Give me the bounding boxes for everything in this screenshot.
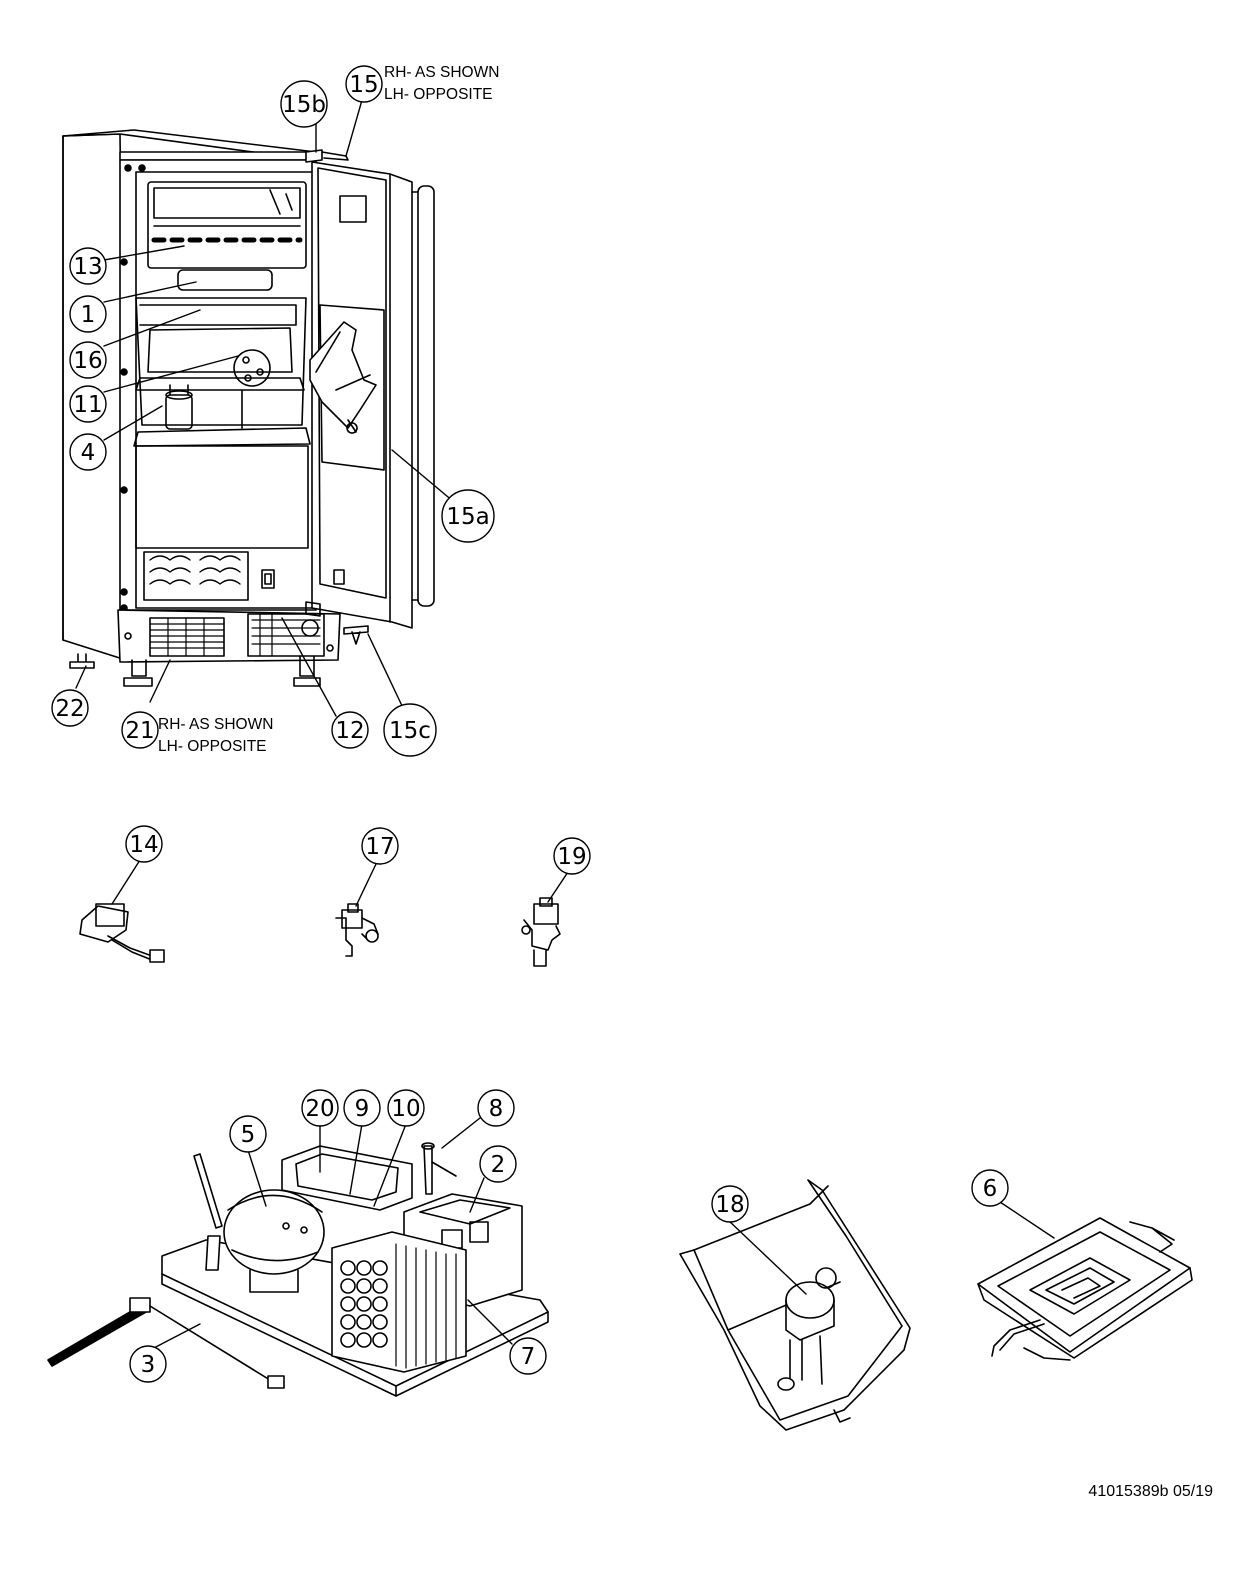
callout-10: 10 xyxy=(387,1089,425,1127)
callout-14: 14 xyxy=(125,825,163,863)
callout-17: 17 xyxy=(361,827,399,865)
callout-21: 21 xyxy=(121,711,159,749)
grille-hand-note: RH- AS SHOWN LH- OPPOSITE xyxy=(158,716,273,755)
callout-circle xyxy=(509,1337,547,1375)
callout-circle xyxy=(129,1345,167,1383)
drain-pan-heater xyxy=(977,1217,1193,1361)
door-note-line-2: LH- OPPOSITE xyxy=(384,86,493,103)
callout-16: 16 xyxy=(69,341,107,379)
callout-number: 16 xyxy=(73,348,102,374)
callout-circle xyxy=(387,1089,425,1127)
callout-number: 12 xyxy=(335,718,364,744)
callout-5: 5 xyxy=(229,1115,267,1153)
callout-number: 15 xyxy=(349,72,378,98)
callout-number: 5 xyxy=(241,1122,256,1148)
callout-circle xyxy=(69,295,107,333)
callout-number: 21 xyxy=(125,718,154,744)
callout-number: 8 xyxy=(489,1096,504,1122)
grille-note-line-1: RH- AS SHOWN xyxy=(158,716,273,733)
door-note-line-1: RH- AS SHOWN xyxy=(384,64,499,81)
callout-15c: 15c xyxy=(383,703,437,757)
part-water-valve-19 xyxy=(521,897,561,967)
callout-circle xyxy=(479,1145,517,1183)
callout-circle xyxy=(383,703,437,757)
document-id: 41015389b 05/19 xyxy=(1088,1483,1213,1500)
callout-number: 1 xyxy=(81,302,96,328)
callout-6: 6 xyxy=(971,1169,1009,1207)
callout-number: 19 xyxy=(557,844,586,870)
callout-circle xyxy=(69,247,107,285)
cabinet-door xyxy=(305,149,435,645)
callout-15b: 15b xyxy=(280,80,328,128)
callout-15: 15 xyxy=(345,65,383,103)
grille-note-line-2: LH- OPPOSITE xyxy=(158,738,267,755)
bin-pump-assembly xyxy=(679,1179,911,1431)
callout-11: 11 xyxy=(69,385,107,423)
callout-circle xyxy=(51,689,89,727)
callout-circle xyxy=(441,489,495,543)
callout-number: 4 xyxy=(81,440,96,466)
callout-7: 7 xyxy=(509,1337,547,1375)
callout-circle xyxy=(331,711,369,749)
callout-19: 19 xyxy=(553,837,591,875)
callout-number: 7 xyxy=(521,1344,536,1370)
callout-circle xyxy=(69,341,107,379)
callout-9: 9 xyxy=(343,1089,381,1127)
callout-12: 12 xyxy=(331,711,369,749)
callout-circle xyxy=(301,1089,339,1127)
callout-circle xyxy=(121,711,159,749)
callout-layer: 15b 15 13 1 16 11 4 15a 22 21 12 15c 14 17 19 20 9 10 8 5 2 7… xyxy=(51,65,1009,1383)
callout-15a: 15a xyxy=(441,489,495,543)
callout-22: 22 xyxy=(51,689,89,727)
callout-number: 3 xyxy=(141,1352,156,1378)
callout-3: 3 xyxy=(129,1345,167,1383)
callout-circle xyxy=(69,433,107,471)
callout-circle xyxy=(711,1185,749,1223)
callout-2: 2 xyxy=(479,1145,517,1183)
callout-circle xyxy=(280,80,328,128)
part-transformer xyxy=(79,903,165,963)
callout-circle xyxy=(971,1169,1009,1207)
callout-8: 8 xyxy=(477,1089,515,1127)
callout-number: 13 xyxy=(73,254,102,280)
callout-number: 9 xyxy=(355,1096,370,1122)
callout-circle xyxy=(553,837,591,875)
callout-number: 6 xyxy=(983,1176,998,1202)
callout-20: 20 xyxy=(301,1089,339,1127)
compressor-base-assembly xyxy=(47,1142,549,1397)
callout-circle xyxy=(125,825,163,863)
callout-circle xyxy=(229,1115,267,1153)
callout-1: 1 xyxy=(69,295,107,333)
callout-circle xyxy=(69,385,107,423)
callout-number: 15c xyxy=(389,718,431,744)
callout-18: 18 xyxy=(711,1185,749,1223)
callout-number: 22 xyxy=(55,696,84,722)
leader-lines xyxy=(75,99,1055,1351)
part-water-valve-17 xyxy=(335,903,379,957)
callout-number: 15b xyxy=(282,92,326,118)
callout-circle xyxy=(361,827,399,865)
door-hand-note: RH- AS SHOWN LH- OPPOSITE xyxy=(384,64,499,103)
callout-circle xyxy=(343,1089,381,1127)
callout-number: 10 xyxy=(391,1096,420,1122)
callout-number: 18 xyxy=(715,1192,744,1218)
callout-circle xyxy=(345,65,383,103)
callout-13: 13 xyxy=(69,247,107,285)
callout-circle xyxy=(477,1089,515,1127)
callout-number: 11 xyxy=(73,392,102,418)
callout-number: 17 xyxy=(365,834,394,860)
callout-number: 20 xyxy=(305,1096,334,1122)
callout-number: 2 xyxy=(491,1152,506,1178)
callout-number: 15a xyxy=(446,504,489,530)
callout-4: 4 xyxy=(69,433,107,471)
callout-number: 14 xyxy=(129,832,158,858)
